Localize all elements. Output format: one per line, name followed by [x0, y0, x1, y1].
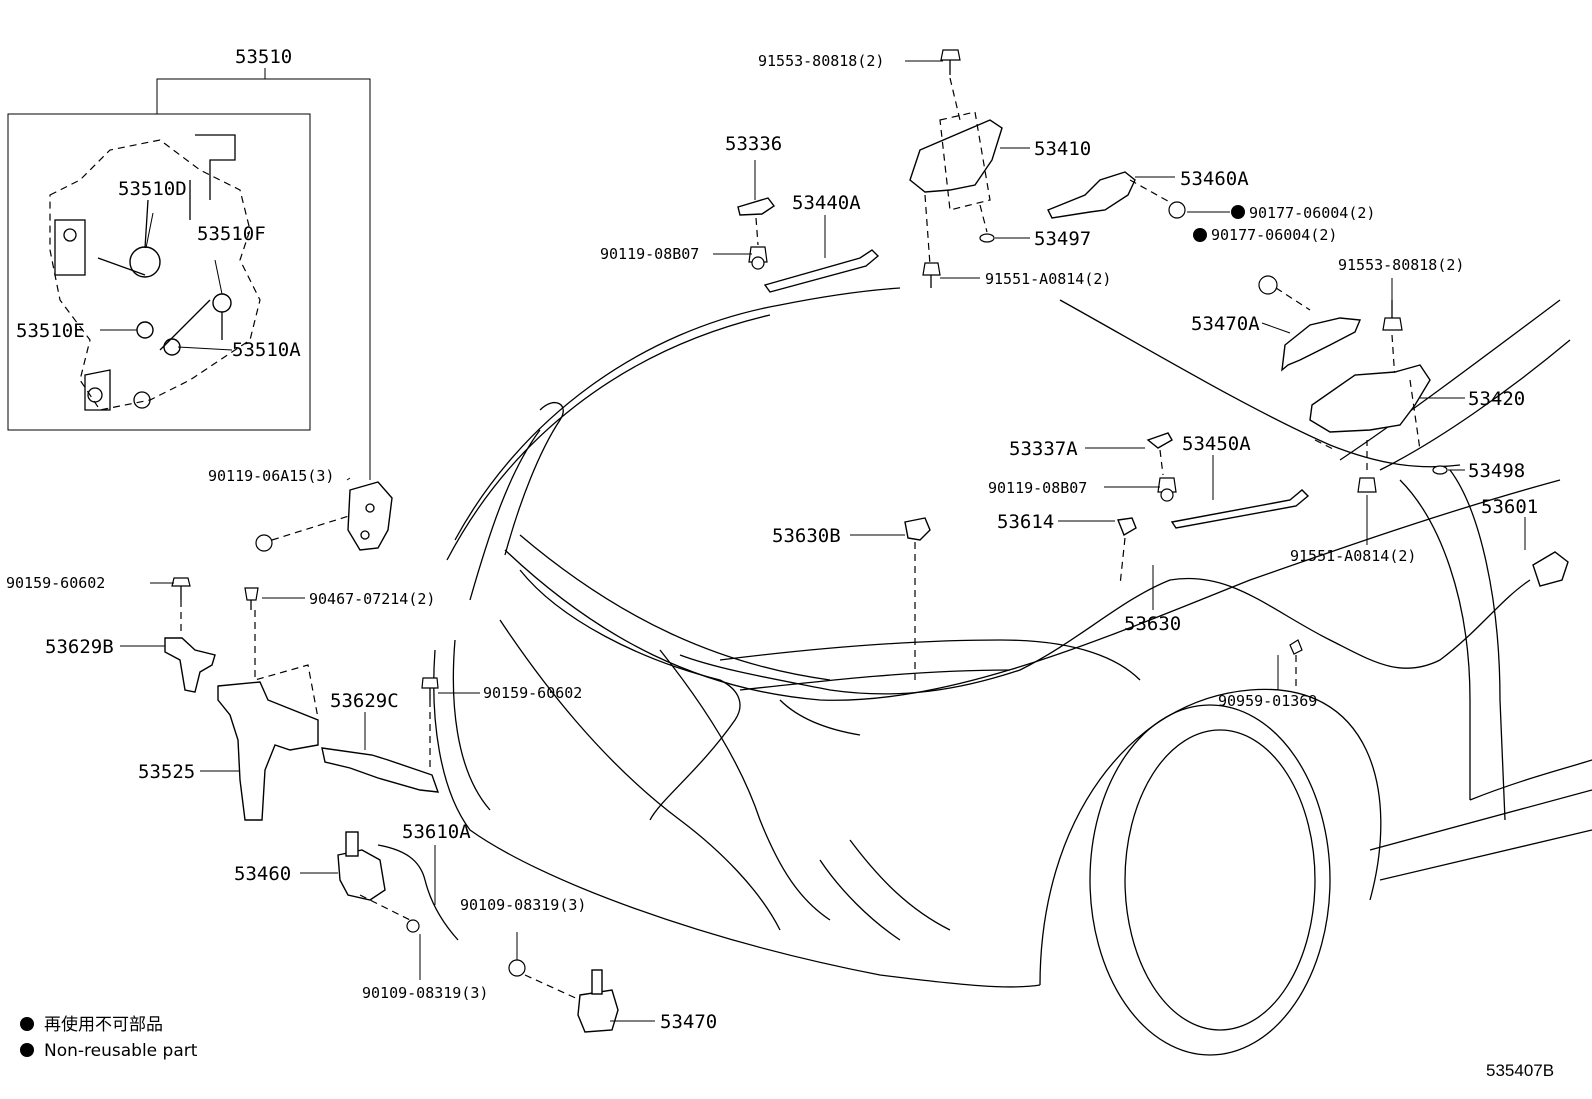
- label-90109-08319-a: 90109-08319(3): [460, 896, 586, 914]
- label-53470: 53470: [660, 1011, 717, 1033]
- label-53460a: 53460A: [1180, 168, 1249, 190]
- label-53629c: 53629C: [330, 690, 399, 712]
- stay-53450a: [1170, 489, 1310, 529]
- bolt-90119-08b07-a: [748, 246, 768, 270]
- legend-en: Non-reusable part: [44, 1041, 198, 1061]
- bracket-53629b: [164, 637, 216, 693]
- label-53614: 53614: [997, 511, 1054, 533]
- label-53460: 53460: [234, 863, 291, 885]
- label-53470a: 53470A: [1191, 313, 1260, 335]
- bolt-91553-80818-b: [1382, 300, 1403, 381]
- clip-53337a: [1146, 432, 1173, 476]
- bolt-90159-60602-b: [421, 677, 439, 770]
- non-reusable-marker-2: [1193, 228, 1207, 242]
- label-53510f: 53510F: [197, 223, 266, 245]
- label-90159-60602-b: 90159-60602: [483, 684, 582, 702]
- leader-lines: [100, 60, 1526, 1022]
- hinge-53410: [909, 111, 1003, 266]
- label-90959-01369: 90959-01369: [1218, 692, 1317, 710]
- label-53410: 53410: [1034, 138, 1091, 160]
- bolt-90119-06a15: [255, 514, 353, 552]
- label-53630: 53630: [1124, 613, 1181, 635]
- actuator-53470a: [1281, 317, 1362, 372]
- legend-bullet-jp: [20, 1017, 34, 1031]
- label-53510: 53510: [235, 46, 292, 68]
- label-53498: 53498: [1468, 460, 1525, 482]
- label-90467-07214: 90467-07214(2): [309, 590, 435, 608]
- hinge-53420: [1309, 364, 1431, 451]
- clip-90959-01369: [1289, 639, 1303, 690]
- label-53336: 53336: [725, 133, 782, 155]
- label-91553-80818-b: 91553-80818(2): [1338, 256, 1464, 274]
- bolt-91551-a0814-b: [1357, 440, 1377, 493]
- label-53337a: 53337A: [1009, 438, 1078, 460]
- switch-53460: [337, 831, 459, 941]
- washer-53497: [979, 204, 995, 243]
- handle-53601: [1532, 551, 1569, 587]
- bolt-90119-08b07-b: [1157, 477, 1177, 502]
- vehicle-body-outline: [433, 287, 1592, 1056]
- non-reusable-marker-1: [1231, 205, 1245, 219]
- actuator-53460a: [1047, 171, 1176, 219]
- nut-90177-06004-b: [1258, 275, 1311, 311]
- nut-90177-06004-a: [1168, 201, 1186, 219]
- bolt-91553-80818-a: [940, 49, 961, 121]
- label-90177-06004-a: 90177-06004(2): [1249, 204, 1375, 222]
- label-90119-06a15: 90119-06A15(3): [208, 467, 334, 485]
- part-callouts: 53510 53510D 53510F 53510E 53510A 90119-…: [6, 46, 1538, 1033]
- clip-53336: [737, 197, 776, 246]
- label-91551-a0814-a: 91551-A0814(2): [985, 270, 1111, 288]
- label-53510a: 53510A: [232, 339, 301, 361]
- label-53610a: 53610A: [402, 821, 471, 843]
- label-90177-06004-b: 90177-06004(2): [1211, 226, 1337, 244]
- bolt-91551-a0814-a: [922, 262, 941, 288]
- label-53420: 53420: [1468, 388, 1525, 410]
- label-91553-80818-a: 91553-80818(2): [758, 52, 884, 70]
- clip-53614: [1117, 517, 1137, 586]
- bolt-90159-60602-a: [171, 577, 191, 635]
- label-90109-08319-b: 90109-08319(3): [362, 984, 488, 1002]
- label-90159-60602-a: 90159-60602: [6, 574, 105, 592]
- bolt-90109-08319-b: [508, 959, 581, 1001]
- legend-bullet-en: [20, 1043, 34, 1057]
- label-53630b: 53630B: [772, 525, 841, 547]
- label-53510e: 53510E: [16, 320, 85, 342]
- label-91551-a0814-b: 91551-A0814(2): [1290, 547, 1416, 565]
- label-53440a: 53440A: [792, 192, 861, 214]
- clamp-53630b: [904, 517, 931, 680]
- label-53450a: 53450A: [1182, 433, 1251, 455]
- hood-lock-assembly: [347, 481, 393, 551]
- washer-53498: [1432, 465, 1448, 475]
- bracket-53629c: [321, 747, 440, 793]
- diagram-reference-number: 535407B: [1486, 1061, 1554, 1080]
- label-53629b: 53629B: [45, 636, 114, 658]
- label-53497: 53497: [1034, 228, 1091, 250]
- legend: 再使用不可部品 Non-reusable part: [20, 1014, 198, 1061]
- legend-jp: 再使用不可部品: [44, 1014, 163, 1035]
- label-53510d: 53510D: [118, 178, 187, 200]
- label-53601: 53601: [1481, 496, 1538, 518]
- cable-53630: [679, 577, 1531, 695]
- bracket-53525: [217, 681, 319, 821]
- label-53525: 53525: [138, 761, 195, 783]
- clip-90467-07214: [244, 587, 319, 719]
- label-90119-08b07-b: 90119-08B07: [988, 479, 1087, 497]
- lock-assembly-inset: [7, 68, 371, 480]
- bolt-90109-08319-a: [406, 919, 420, 933]
- switch-53470: [577, 969, 619, 1033]
- label-90119-08b07-a: 90119-08B07: [600, 245, 699, 263]
- stay-53440a: [763, 249, 880, 293]
